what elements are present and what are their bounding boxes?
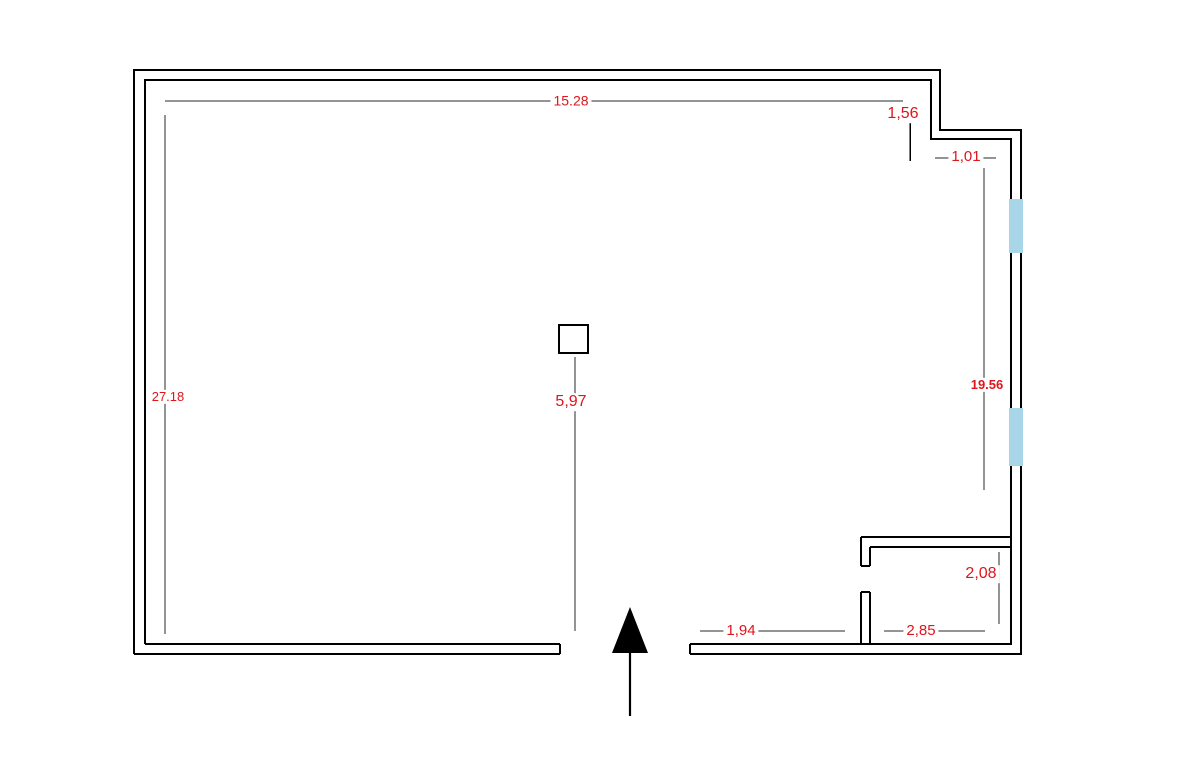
dim-step-width: 1,01 [948, 148, 984, 166]
inner-walls [144, 79, 1012, 654]
dim-entry-span: 1,94 [723, 622, 759, 640]
dimension-lines [164, 100, 1000, 634]
dim-right-wall: 19.56 [967, 377, 1007, 393]
partition-walls [860, 536, 1011, 644]
outer-walls [133, 69, 1022, 655]
dim-closet-width: 2,85 [903, 622, 939, 640]
dim-upper-right: 1,56 [884, 105, 922, 123]
dim-top-wall: 15.28 [550, 92, 592, 109]
window-marker [1009, 199, 1023, 253]
dim-closet-height: 2,08 [962, 565, 1000, 583]
window-marker [1009, 408, 1023, 466]
north-arrow-icon [612, 607, 648, 716]
column-marker [558, 324, 589, 354]
dim-left-wall: 27.18 [148, 389, 188, 405]
dim-center-span: 5,97 [552, 393, 590, 411]
